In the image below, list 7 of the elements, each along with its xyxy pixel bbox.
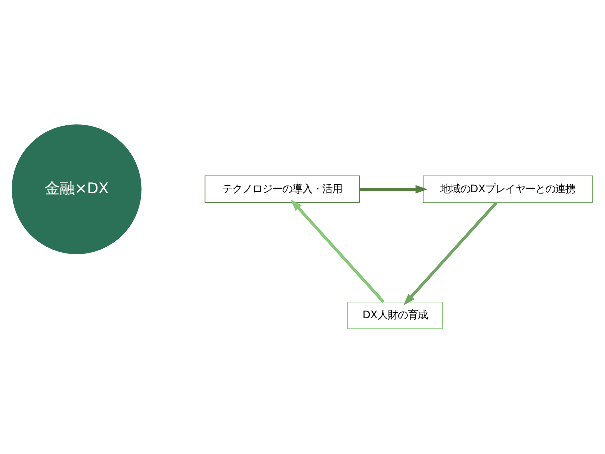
arrow [290,200,385,304]
node-box: 地域のDXプレイヤーとの連携 [423,176,594,204]
arrow [404,202,498,306]
node-box: テクノロジーの導入・活用 [204,176,360,204]
node-box: DX人財の育成 [347,302,444,330]
node-circle: 金融×DX [12,124,142,254]
arrow [360,185,428,194]
